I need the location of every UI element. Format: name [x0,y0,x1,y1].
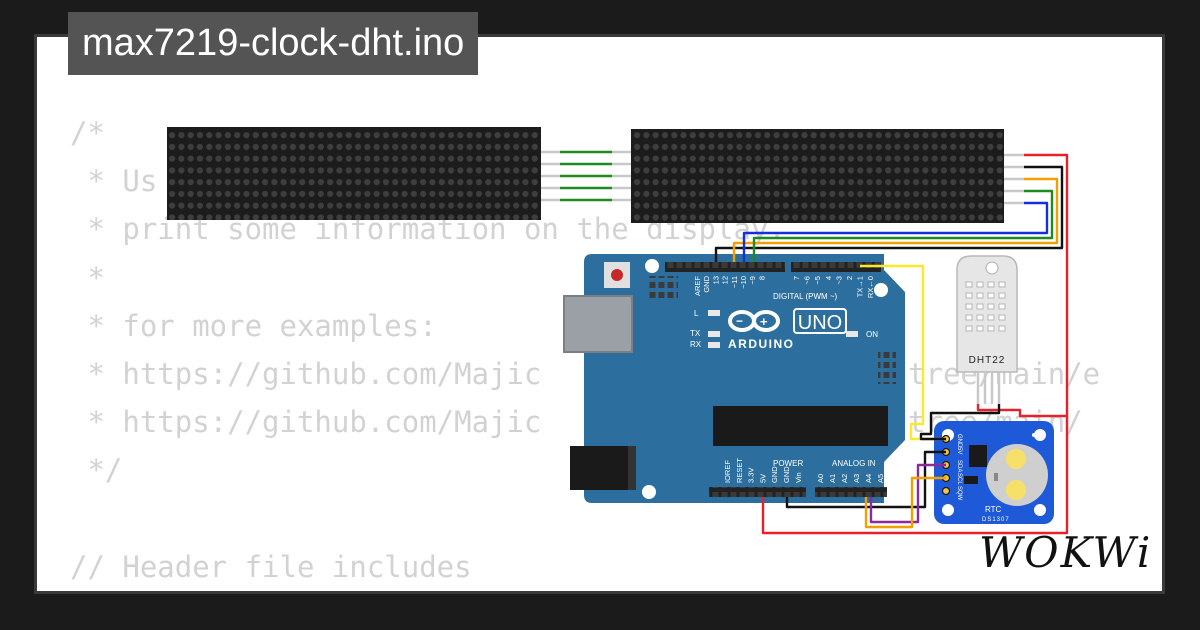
pin-label: GND [702,275,711,292]
pin-label: A0 [816,474,825,483]
pin-label: ~9 [748,276,757,285]
pin-label: A3 [852,474,861,483]
pin-label: GND [770,466,779,483]
pin-label: ~6 [803,276,812,285]
icsp-header [648,276,678,300]
led-matrix-left[interactable] [167,127,541,220]
rtc-pin-label: 5V [956,447,962,454]
code-line: * for more examples: [87,308,437,343]
pin-label: RX←0 [866,276,875,298]
mounting-hole [874,283,888,297]
project-title[interactable]: max7219-clock-dht.ino [68,12,479,75]
matrix-link-wires [560,150,612,202]
l-led-label: L [694,309,699,318]
pin-label: 7 [792,276,801,280]
pin-label: 2 [845,276,854,280]
rtc-pin-label: GND [956,434,962,448]
pin-label: AREF [693,276,702,296]
rtc-label: RTC [985,505,1002,514]
pin-label: 13 [711,276,720,284]
code-line: /* [70,116,105,150]
dht-label: DHT22 [969,355,1006,366]
pin-label: 12 [721,276,730,284]
pin-label: 4 [824,276,833,280]
on-led-label: ON [866,330,878,339]
mounting-hole [645,259,659,273]
pin-label: RESET [735,458,744,483]
board-model-label: UNO [798,312,842,334]
svg-text:+: + [760,314,768,329]
pin-label: ~3 [834,276,843,285]
dht22-sensor[interactable]: DHT22 [956,255,1018,404]
rx-led-label: RX [690,340,702,349]
digital-label: DIGITAL (PWM ~) [773,292,838,301]
rtc-chip-label: DS1307 [982,517,1010,523]
usb-port [563,295,633,353]
mounting-hole [889,461,903,475]
pin-label: Vin [794,472,803,483]
code-line: * https://github.com/Majic a/tree/main/e [87,357,1101,392]
pin-label: A1 [828,474,837,483]
arduino-logo-text: ARDUINO [728,337,795,351]
wires [714,153,1069,535]
wokwi-logo: WOKWi [979,528,1152,577]
pin-label: 8 [757,276,766,280]
code-line: // Header file includes [70,549,472,584]
rtc-pin-label: SDA [956,460,962,472]
pin-label: IOREF [723,460,732,483]
pin-label: GND [782,466,791,483]
pin-label: A2 [840,474,849,483]
pin-label: 5V [758,474,767,483]
pin-label: A5 [876,474,885,483]
arduino-uno-board[interactable]: − + UNO ARDUINO ON L TX RX DIGITAL (PWM … [563,254,905,503]
matrix-left-pins [541,150,631,202]
pin-label: 3.3V [747,468,756,483]
rtc-pin-label: SCL [956,473,962,485]
power-jack [570,446,634,490]
pin-label: ~5 [813,276,822,285]
mounting-hole [642,485,656,499]
matrix-right-pins [1004,153,1024,205]
icsp-header-2 [878,348,896,384]
svg-text:−: − [736,314,743,328]
pin-label: ~10 [739,276,748,289]
code-line: * [87,260,105,295]
rtc-pin-label: SQW [956,486,962,501]
pin-label: TX→1 [856,276,865,297]
power-label: POWER [773,459,803,468]
atmega-chip [713,406,888,446]
svg-text:WOKWi: WOKWi [979,528,1152,577]
pin-label: ~11 [730,276,739,288]
led-matrix-right[interactable] [631,129,1004,223]
analog-label: ANALOG IN [832,459,876,468]
pin-label: A4 [864,474,873,483]
tx-led-label: TX [690,329,701,338]
code-line: */ [87,453,123,488]
arduino-logo-icon [728,310,780,332]
